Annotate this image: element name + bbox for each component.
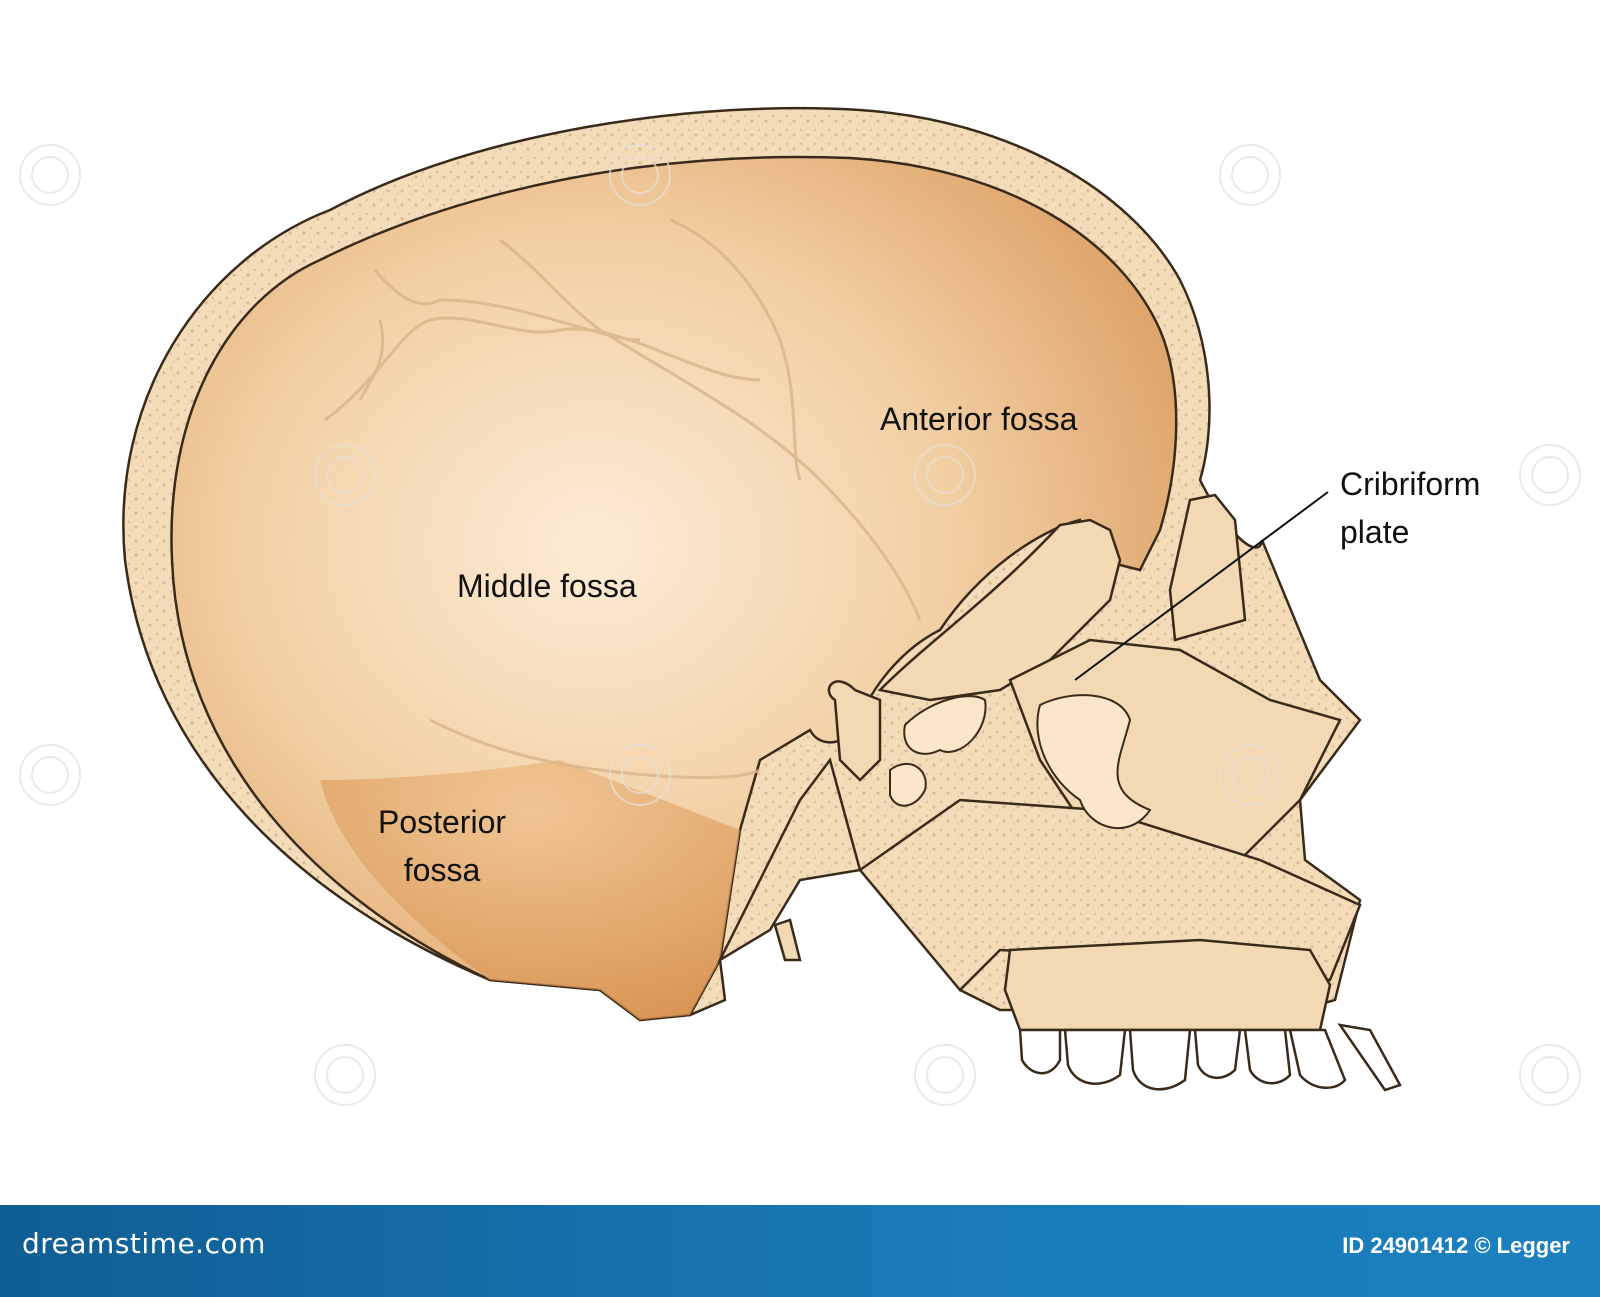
skull-cross-section (19, 106, 1581, 1106)
footer-credit: ID 24901412 © Legger (1342, 1233, 1570, 1258)
teeth (1018, 1023, 1402, 1092)
sinus-cavities (889, 694, 1152, 829)
posterior-fossa-region (320, 760, 740, 1020)
label-middle-fossa: Middle fossa (457, 568, 637, 604)
meningeal-grooves (324, 218, 922, 779)
watermark-spirals (19, 144, 1581, 1106)
footer-brand[interactable]: dreamstime.com (22, 1227, 266, 1260)
label-anterior-fossa: Anterior fossa (880, 401, 1078, 437)
label-cribriform-line2: plate (1340, 514, 1410, 550)
footer-bar: dreamstime.com ID 24901412 © Legger (0, 1205, 1600, 1297)
label-posterior-fossa-line1: Posterior (377, 804, 507, 840)
skull-diagram: Anterior fossa Middle fossa Posterior fo… (19, 106, 1581, 1106)
label-posterior-fossa-line2: fossa (403, 852, 481, 888)
label-cribriform-line1: Cribriform (1340, 466, 1481, 502)
cribriform-leader-line (1074, 491, 1329, 681)
